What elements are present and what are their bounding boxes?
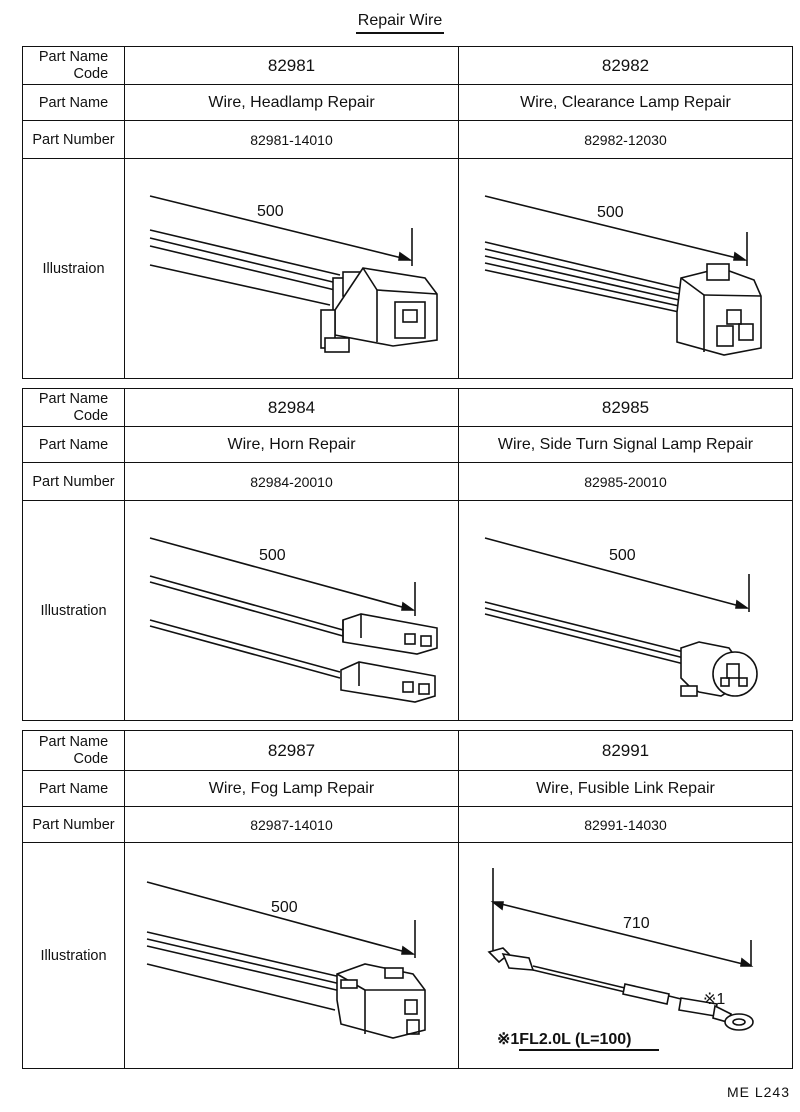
illustration-cell: 500: [458, 500, 793, 721]
part-number-cell: 82991-14030: [458, 806, 793, 843]
part-name-label: Part Name: [22, 426, 125, 463]
illustration-label: Illustration: [22, 842, 125, 1069]
dimension-label: 500: [259, 547, 286, 564]
illustration-label: Illustraion: [22, 158, 125, 379]
part-number-cell: 82981-14010: [124, 120, 459, 159]
dimension-label: 710: [623, 915, 650, 932]
part-name-cell: Wire, Fusible Link Repair: [458, 770, 793, 807]
part-number-cell: 82984-20010: [124, 462, 459, 501]
side-turn-signal-connector-illustration: [484, 536, 758, 697]
part-number-label: Part Number: [22, 806, 125, 843]
horn-connector-illustration: [149, 536, 438, 703]
part-name-cell: Wire, Headlamp Repair: [124, 84, 459, 121]
part-code-cell: 82985: [458, 388, 793, 427]
fusible-link-illustration: [487, 867, 754, 1051]
part-number-label: Part Number: [22, 120, 125, 159]
dimension-label: 500: [597, 204, 624, 221]
part-code-cell: 82982: [458, 46, 793, 85]
dimension-label: 500: [257, 203, 284, 220]
illustration-cell: 500: [458, 158, 793, 379]
part-code-cell: 82991: [458, 730, 793, 771]
fog-lamp-connector-illustration: [146, 880, 426, 1039]
part-name-cell: Wire, Clearance Lamp Repair: [458, 84, 793, 121]
part-name-cell: Wire, Fog Lamp Repair: [124, 770, 459, 807]
part-name-label: Part Name: [22, 84, 125, 121]
page-title: Repair Wire: [0, 12, 800, 34]
illustration-label: Illustration: [22, 500, 125, 721]
illustration-cell: 500: [124, 500, 459, 721]
clearance-lamp-connector-illustration: [484, 194, 762, 356]
part-number-cell: 82987-14010: [124, 806, 459, 843]
dimension-label: 500: [271, 899, 298, 916]
page-reference: ME L243: [726, 1084, 790, 1100]
part-name-label: Part Name: [22, 770, 125, 807]
part-number-cell: 82982-12030: [458, 120, 793, 159]
dimension-label: 500: [609, 547, 636, 564]
headlamp-connector-illustration: [149, 194, 438, 353]
fusible-spec-label: ※1FL2.0L (L=100): [497, 1031, 632, 1048]
part-name-cell: Wire, Horn Repair: [124, 426, 459, 463]
illustration-cell: 500: [124, 158, 459, 379]
part-number-label: Part Number: [22, 462, 125, 501]
part-number-cell: 82985-20010: [458, 462, 793, 501]
part-code-cell: 82987: [124, 730, 459, 771]
illustration-cell: 710 ※1 ※1FL2.0L (L=100): [458, 842, 793, 1069]
part-code-cell: 82981: [124, 46, 459, 85]
illustration-cell: 500: [124, 842, 459, 1069]
part-code-cell: 82984: [124, 388, 459, 427]
part-name-cell: Wire, Side Turn Signal Lamp Repair: [458, 426, 793, 463]
fusible-mark-label: ※1: [703, 991, 726, 1008]
